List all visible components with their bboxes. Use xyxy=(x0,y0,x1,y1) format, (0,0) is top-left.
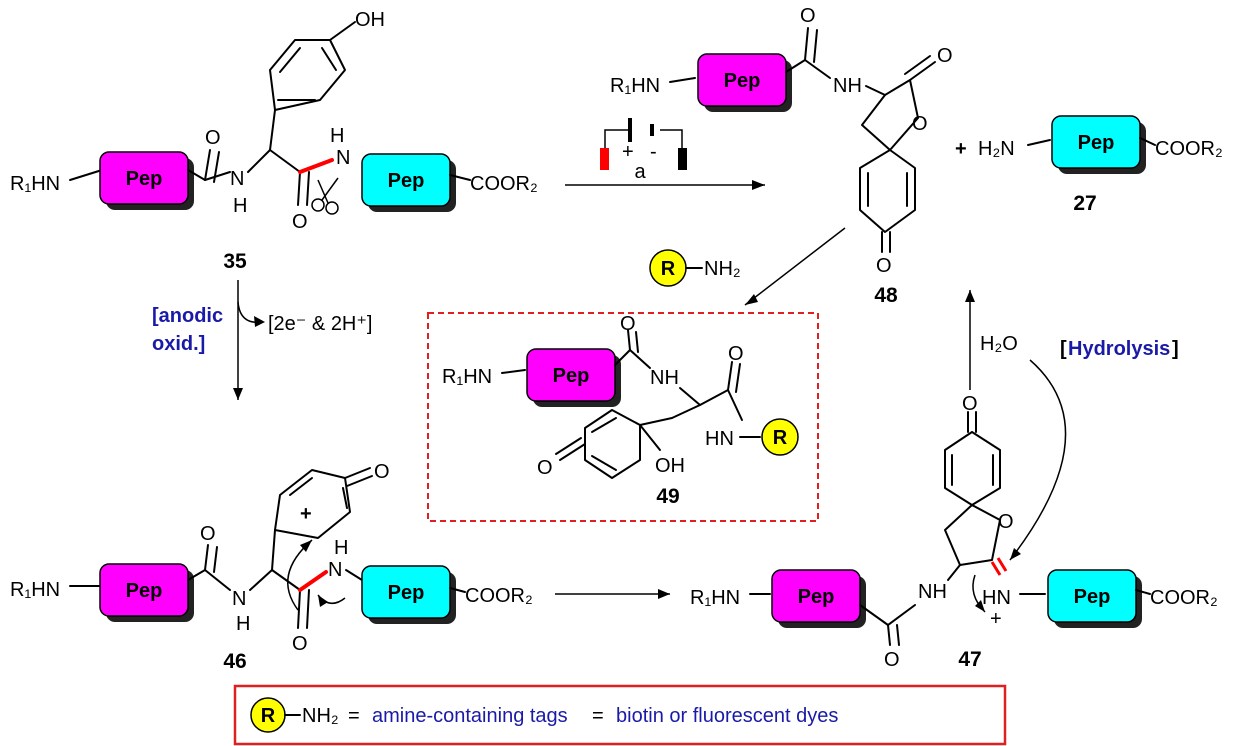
pep-label-46b: Pep xyxy=(388,582,425,604)
oxygen-46b: O xyxy=(374,461,390,483)
pep-label-48: Pep xyxy=(724,70,761,92)
electrons-label: [2e⁻ & 2H⁺] xyxy=(268,313,373,335)
hn-49: HN xyxy=(705,428,734,450)
pep-block-cyan xyxy=(361,153,451,207)
hydrolysis-label: Hydrolysis xyxy=(1068,338,1170,360)
compound-number-49: 49 xyxy=(656,485,679,508)
r1hn-label-48: R₁HN xyxy=(610,75,660,97)
cooR2-label: COOR₂ xyxy=(470,173,538,195)
r-label-49: R xyxy=(773,427,788,449)
oh-label: OH xyxy=(355,9,385,31)
anodic-label-1: [anodic xyxy=(152,305,223,327)
cooR2-27: COOR₂ xyxy=(1155,138,1223,160)
compound-27: + H₂N Pep COOR₂ 27 xyxy=(955,115,1223,215)
condition-a: a xyxy=(634,161,646,183)
amine-arrow: R NH₂ xyxy=(649,227,846,306)
cation-plus: + xyxy=(300,503,312,525)
anodic-label-2: oxid.] xyxy=(152,333,205,355)
hn-47: HN xyxy=(982,587,1011,609)
r1hn-label: R₁HN xyxy=(10,173,60,195)
compound-number-35: 35 xyxy=(223,250,247,273)
anodic-oxidation-arrow: [2e⁻ & 2H⁺] [anodic oxid.] xyxy=(152,280,373,400)
legend-equals-2: = xyxy=(592,705,604,727)
compound-49: R₁HN Pep O NH O HN R O OH 49 xyxy=(427,312,819,522)
legend-text-1: amine-containing tags xyxy=(372,705,568,727)
hydrolysis-arrows: H₂O [ Hydrolysis ] xyxy=(965,290,1179,561)
legend-equals-1: = xyxy=(348,705,360,727)
legend-text-2: biotin or fluorescent dyes xyxy=(616,705,838,727)
hydrolysis-open: [ xyxy=(1060,338,1067,360)
cooR2-47: COOR₂ xyxy=(1150,587,1218,609)
iminium-plus: + xyxy=(990,608,1002,630)
scissors-icon xyxy=(311,177,339,215)
oxygen-47b: O xyxy=(998,511,1014,533)
oxygen-48b: O xyxy=(937,45,953,67)
nh-47: NH xyxy=(918,581,947,603)
r1hn-46: R₁HN xyxy=(10,579,60,601)
oxygen-49a: O xyxy=(620,313,636,335)
pep-label-46: Pep xyxy=(126,580,163,602)
h2o-label: H₂O xyxy=(980,333,1018,355)
pep-label-27: Pep xyxy=(1078,132,1115,154)
legend-r: R xyxy=(261,705,276,727)
oxygen-47c: O xyxy=(962,393,978,415)
nh-label-48: NH xyxy=(833,75,862,97)
h-46: H xyxy=(236,613,250,635)
n-46b: N xyxy=(328,559,342,581)
h2n-label: H₂N xyxy=(978,138,1015,160)
compound-48: R₁HN Pep O NH O O O 48 xyxy=(610,5,953,307)
oxygen-48c: O xyxy=(912,113,928,135)
hydrolysis-close: ] xyxy=(1172,338,1179,360)
oxygen-label: O xyxy=(205,127,221,149)
r1hn-49: R₁HN xyxy=(442,366,492,388)
oxygen-46a: O xyxy=(200,523,216,545)
cleavage-bond xyxy=(298,158,334,174)
oxygen-47a: O xyxy=(884,649,900,671)
compound-number-48: 48 xyxy=(874,284,898,307)
compound-number-27: 27 xyxy=(1073,192,1096,215)
nh-n-label-2: N xyxy=(336,147,350,169)
oh-49: OH xyxy=(655,455,685,477)
dashed-box xyxy=(427,312,819,522)
compound-number-46: 46 xyxy=(223,650,246,673)
oxygen-49b: O xyxy=(728,343,744,365)
legend-box: R NH₂ = amine-containing tags = biotin o… xyxy=(233,684,1007,746)
oxygen-49c: O xyxy=(537,457,553,479)
electrolysis-arrow: + - a xyxy=(565,118,765,190)
pep-label-2: Pep xyxy=(388,170,425,192)
arrow-46-to-47 xyxy=(555,589,670,599)
r1hn-47: R₁HN xyxy=(690,587,740,609)
pep-label-47: Pep xyxy=(798,586,835,608)
legend-nh2: NH₂ xyxy=(302,705,339,727)
n-46: N xyxy=(232,588,246,610)
minus-sign: - xyxy=(650,141,657,163)
r-label: R xyxy=(661,258,676,280)
nh2-label: NH₂ xyxy=(704,258,741,280)
plus-27: + xyxy=(955,138,967,160)
pep-label: Pep xyxy=(126,168,163,190)
oxygen-48a: O xyxy=(800,5,816,27)
pep-block-magenta xyxy=(99,151,189,205)
cooR2-46: COOR₂ xyxy=(465,585,533,607)
h-46b: H xyxy=(334,537,348,559)
compound-47: R₁HN Pep O NH O O HN + Pep COOR₂ 47 xyxy=(690,393,1218,671)
nh-n-label: N xyxy=(230,168,244,190)
compound-46: R₁HN Pep O N H O + O H N xyxy=(10,461,533,673)
pep-label-49: Pep xyxy=(553,365,590,387)
pep-label-47b: Pep xyxy=(1074,586,1111,608)
nh-h-label-2: H xyxy=(330,125,344,147)
compound-35: R₁HN Pep O N H OH O H N xyxy=(10,9,538,273)
oxygen-48d: O xyxy=(876,255,892,277)
oxygen-46c: O xyxy=(292,633,308,655)
nh-49: NH xyxy=(650,367,679,389)
compound-number-47: 47 xyxy=(958,648,981,671)
plus-sign: + xyxy=(622,141,634,163)
oxygen-label-2: O xyxy=(292,211,308,233)
nh-h-label: H xyxy=(233,195,247,217)
